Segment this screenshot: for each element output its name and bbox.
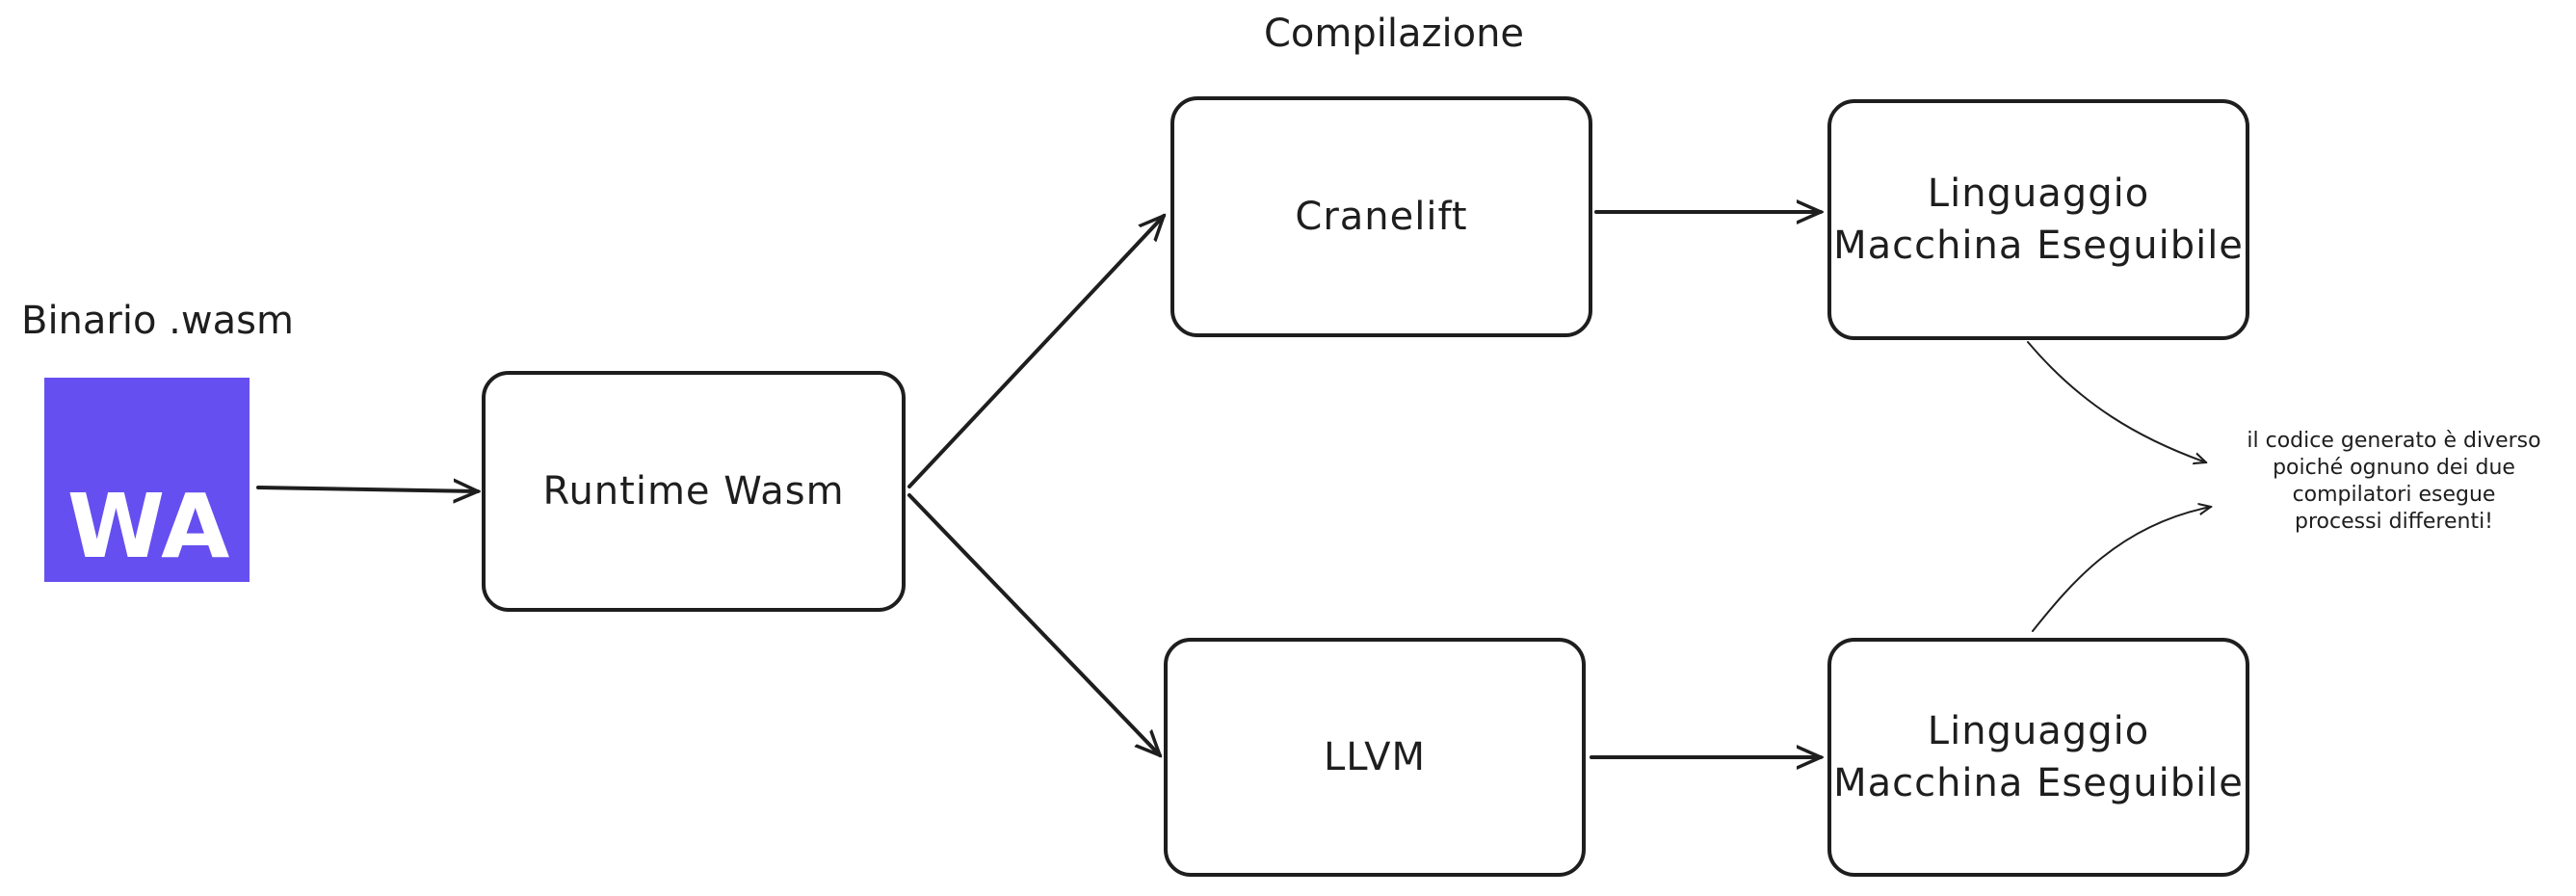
arrow-runtime-to-llvm <box>907 493 1160 755</box>
arrow-logo-to-runtime <box>256 488 478 491</box>
machine-code-top-label: Linguaggio Macchina Eseguibile <box>1833 171 2244 268</box>
arrow-output-top-to-note <box>2027 341 2206 462</box>
runtime-wasm-box: Runtime Wasm <box>482 371 906 612</box>
cranelift-box: Cranelift <box>1170 96 1592 337</box>
binary-wasm-label: Binario .wasm <box>21 299 294 343</box>
machine-code-bottom-label: Linguaggio Macchina Eseguibile <box>1833 709 2244 805</box>
arrow-output-bottom-to-note <box>2032 507 2211 632</box>
compilation-title: Compilazione <box>1264 12 1525 56</box>
arrow-runtime-to-cranelift <box>907 216 1164 488</box>
webassembly-logo-text: WA <box>67 475 230 578</box>
llvm-box: LLVM <box>1164 638 1586 877</box>
runtime-wasm-label: Runtime Wasm <box>542 469 845 514</box>
webassembly-logo-icon: WA <box>44 356 250 582</box>
difference-note: il codice generato è diverso poiché ognu… <box>2247 429 2541 534</box>
machine-code-top-box: Linguaggio Macchina Eseguibile <box>1827 99 2249 340</box>
webassembly-logo-shape <box>44 356 250 582</box>
cranelift-label: Cranelift <box>1295 195 1468 239</box>
llvm-label: LLVM <box>1323 735 1427 779</box>
machine-code-bottom-box: Linguaggio Macchina Eseguibile <box>1827 638 2249 877</box>
